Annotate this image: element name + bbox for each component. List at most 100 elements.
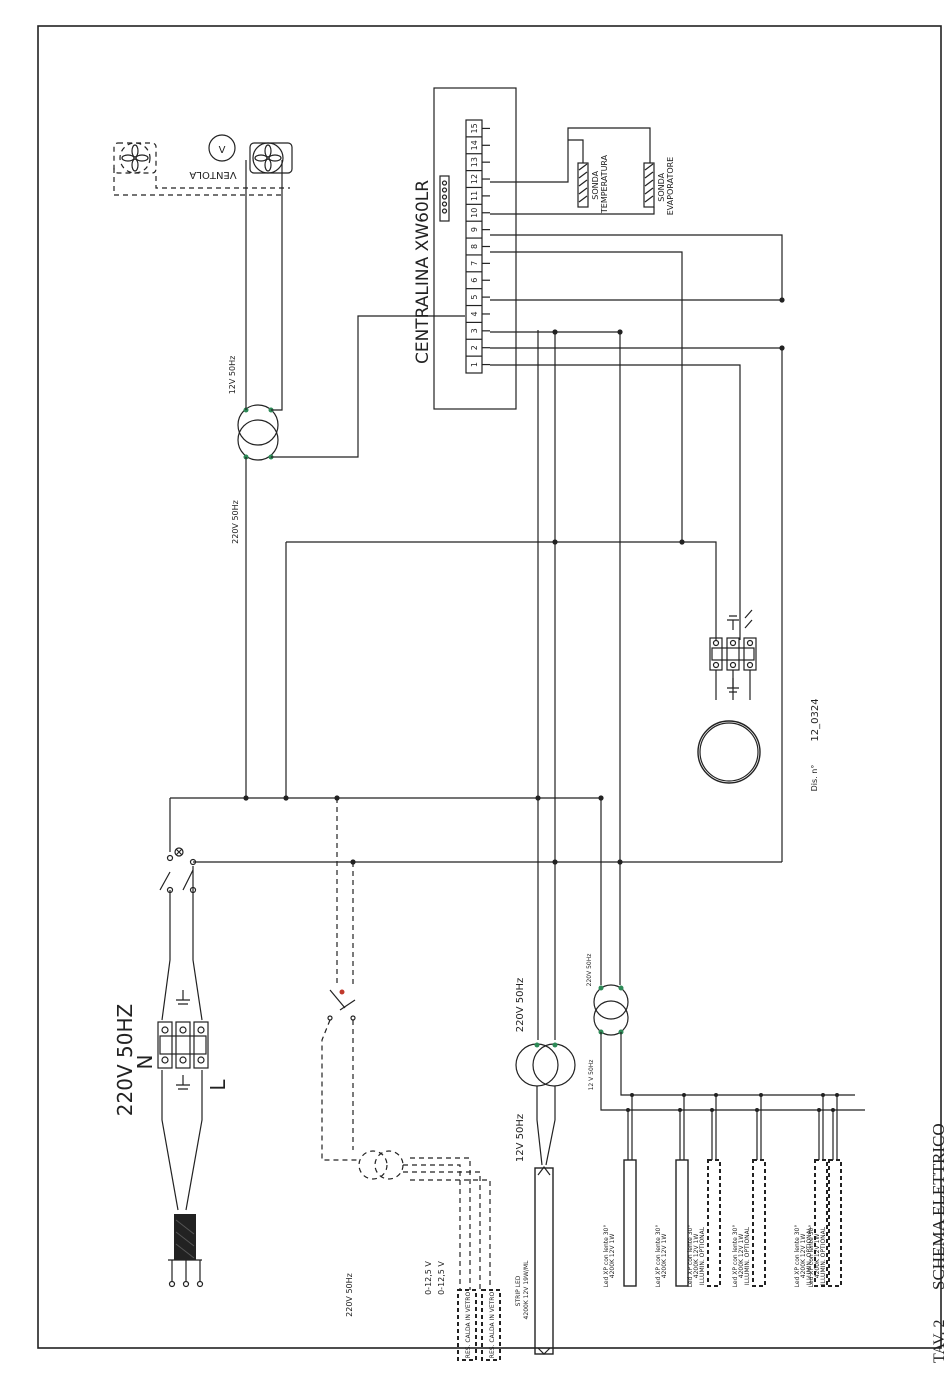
terminal-1: 1 bbox=[470, 362, 479, 367]
led-3-type: Led XP con lente 30° bbox=[687, 1225, 694, 1288]
fan-transformer bbox=[237, 404, 279, 461]
glass-heater-voltage-2: 0-12,5 V bbox=[437, 1261, 446, 1295]
temperature-probe: SONDA TEMPERATURA bbox=[577, 154, 609, 214]
led-4-optional: ILLUMIN. OPTIONAL bbox=[744, 1226, 751, 1285]
strip-transformer-primary-label: 220V 50Hz bbox=[515, 978, 526, 1033]
evaporator-probe-label-2: EVAPORATORE bbox=[666, 157, 675, 216]
drawing-number: 12_0324 bbox=[810, 698, 821, 741]
svg-text:15: 15 bbox=[470, 123, 479, 133]
led-light-2: Led XP con lente 30°4200K 12V 1W bbox=[655, 1093, 689, 1288]
terminal-3: 3 bbox=[470, 328, 479, 333]
svg-text:11: 11 bbox=[470, 191, 479, 201]
terminal-6: 6 bbox=[470, 278, 479, 283]
strip-transformer-secondary-label: 12V 50Hz bbox=[515, 1114, 526, 1162]
svg-text:SONDA TEMPERATURA: SONDA TEMPERATURA bbox=[591, 154, 609, 214]
led-3-spec: 4200K 12V 1W bbox=[693, 1234, 700, 1279]
svg-text:13: 13 bbox=[470, 157, 479, 167]
svg-text:3: 3 bbox=[470, 328, 479, 333]
temperature-probe-label-1: SONDA bbox=[591, 170, 600, 199]
terminal-8: 8 bbox=[470, 244, 479, 249]
mains-cable bbox=[161, 890, 203, 1211]
led-light-1: Led XP con lente 30°4200K 12V 1W bbox=[603, 1093, 637, 1288]
terminal-14: 14 bbox=[470, 140, 479, 150]
svg-text:9: 9 bbox=[470, 227, 479, 232]
led-transformer bbox=[593, 984, 865, 1111]
terminal-15: 15 bbox=[470, 123, 479, 133]
led-6-optional: ILLUMIN. OPTIONAL bbox=[820, 1226, 827, 1285]
led-5-type: Led XP con lente 30° bbox=[794, 1225, 801, 1288]
led-1-spec: 4200K 12V 1W bbox=[609, 1234, 616, 1279]
svg-text:6: 6 bbox=[470, 278, 479, 283]
led-4-type: Led XP con lente 30° bbox=[732, 1225, 739, 1288]
supply-voltage-label: 220V 50HZ bbox=[113, 1004, 137, 1116]
fan-transformer-secondary-label: 12V 50Hz bbox=[228, 356, 237, 395]
evaporator-probe: SONDA EVAPORATORE bbox=[643, 157, 675, 216]
terminal-10: 10 bbox=[470, 208, 479, 218]
compressor-motor bbox=[697, 720, 761, 784]
terminal-12: 12 bbox=[470, 174, 479, 184]
fan-label: VENTOLA bbox=[189, 169, 236, 180]
terminal-7: 7 bbox=[470, 261, 479, 266]
terminal-9: 9 bbox=[470, 227, 479, 232]
led-3-optional: ILLUMIN. OPTIONAL bbox=[699, 1226, 706, 1285]
svg-text:10: 10 bbox=[470, 208, 479, 218]
svg-text:7: 7 bbox=[470, 261, 479, 266]
strip-led bbox=[534, 1166, 554, 1355]
led-2-spec: 4200K 12V 1W bbox=[661, 1234, 668, 1279]
tav-number: TAV. 2 bbox=[931, 1320, 948, 1363]
led-4-spec: 4200K 12V 1W bbox=[738, 1234, 745, 1279]
fan-transformer-primary-label: 220V 50Hz bbox=[231, 500, 240, 544]
svg-text:2: 2 bbox=[470, 345, 479, 350]
controller-label: CENTRALINA XW60LR bbox=[413, 180, 433, 364]
led-6-type: Led XP con lente 30° bbox=[808, 1225, 815, 1288]
drawing-frame bbox=[37, 25, 942, 1349]
voltmeter-icon: V bbox=[208, 134, 236, 162]
glass-heater-voltage-1: 0-12,5 V bbox=[424, 1261, 433, 1295]
terminal-5: 5 bbox=[470, 295, 479, 300]
fan-motor bbox=[249, 142, 293, 174]
main-switch bbox=[159, 847, 197, 894]
svg-text:12: 12 bbox=[470, 174, 479, 184]
supply-line-label: L bbox=[206, 1079, 230, 1091]
led-5-optional: ILLUMIN. OPTIONAL bbox=[806, 1226, 813, 1285]
temperature-probe-label-2: TEMPERATURA bbox=[600, 154, 609, 214]
led-transformer-primary-label: 220V 50Hz bbox=[586, 954, 593, 987]
glass-transformer-label: 220V 50Hz bbox=[345, 1273, 354, 1317]
svg-text:SONDA EVAPORATORE: SONDA EVAPORATORE bbox=[657, 157, 675, 216]
wiring bbox=[169, 127, 783, 1040]
led-2-type: Led XP con lente 30° bbox=[655, 1225, 662, 1288]
glass-heater-label-1: RES. CALDA IN VETRO bbox=[465, 1292, 472, 1359]
compressor-terminal-block bbox=[709, 609, 757, 700]
led-transformer-secondary-label: 12 V 50Hz bbox=[588, 1060, 595, 1091]
svg-text:1: 1 bbox=[470, 362, 479, 367]
glass-heater-label-2: RES. CALDA IN VETRO bbox=[489, 1292, 496, 1359]
strip-led-spec: 4200K 12V 19W/ML bbox=[523, 1260, 530, 1320]
terminal-2: 2 bbox=[470, 345, 479, 350]
led-1-type: Led XP con lente 30° bbox=[603, 1225, 610, 1288]
supply-terminal-block bbox=[157, 1021, 209, 1069]
led-6-spec: 4200K 12V 1W bbox=[814, 1234, 821, 1279]
terminal-11: 11 bbox=[470, 191, 479, 201]
terminal-13: 13 bbox=[470, 157, 479, 167]
svg-text:STRIP LED 4200K 12V 19W/: STRIP LED 4200K 12V 19W/ML bbox=[515, 1260, 530, 1320]
strip-led-label: STRIP LED bbox=[515, 1275, 522, 1306]
supply-neutral-label: N bbox=[133, 1055, 157, 1070]
svg-text:14: 14 bbox=[470, 140, 479, 150]
svg-text:V: V bbox=[219, 145, 226, 156]
terminal-4: 4 bbox=[470, 311, 479, 316]
drawing-number-label: Dis. n° bbox=[810, 765, 819, 792]
svg-text:4: 4 bbox=[470, 311, 479, 316]
power-plug-icon bbox=[168, 1214, 204, 1288]
schema-title: SCHEMA ELETTRICO bbox=[929, 1123, 948, 1290]
svg-text:5: 5 bbox=[470, 295, 479, 300]
svg-text:8: 8 bbox=[470, 244, 479, 249]
controller-display bbox=[439, 175, 450, 222]
glass-heater-circuit bbox=[321, 798, 501, 1361]
